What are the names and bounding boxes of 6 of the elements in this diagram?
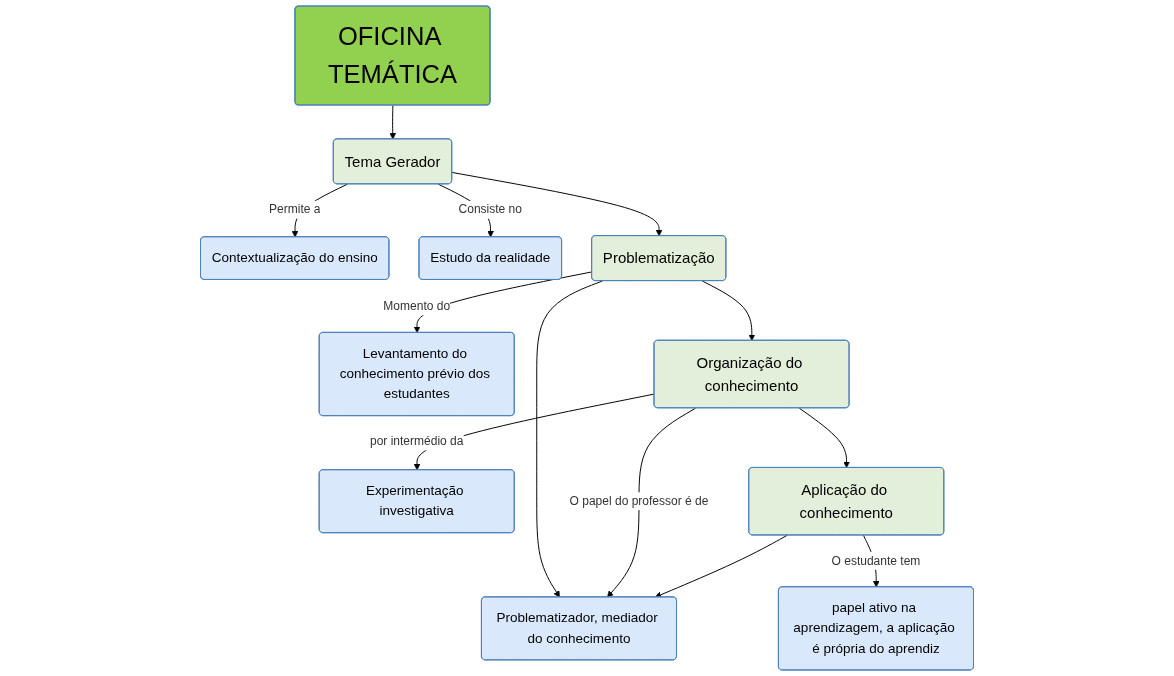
edge-label: Consiste no	[458, 202, 522, 216]
edge-label: Momento do	[383, 299, 451, 313]
edge-label: O estudante tem	[831, 554, 921, 567]
edge-label: O papel do professor é de	[569, 494, 709, 508]
edge-label: por intermédio da	[370, 434, 464, 448]
edge-label: Permite a	[269, 202, 321, 216]
